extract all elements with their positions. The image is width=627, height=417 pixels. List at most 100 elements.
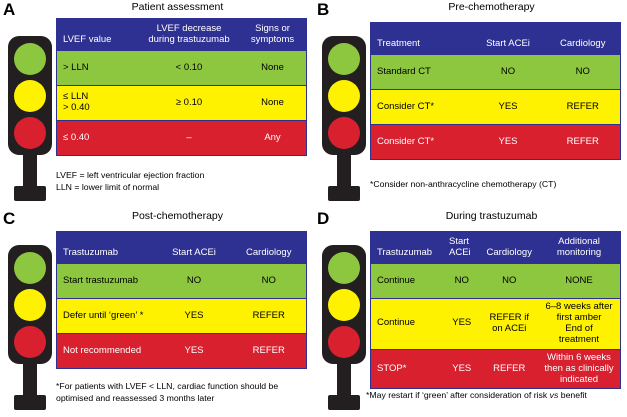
traffic-light-housing <box>322 36 366 155</box>
traffic-light-lamp-green <box>14 43 46 75</box>
header-cell: Start ACEi <box>172 247 216 259</box>
panel-title-d: During trastuzumab <box>445 210 538 222</box>
footnote-panel-a: LVEF = left ventricular ejection fractio… <box>56 170 205 192</box>
header-cell: LVEF value <box>63 34 112 46</box>
table-row-red: STOP* YES REFER Within 6 weeks then as c… <box>370 349 621 389</box>
table-header-row: LVEF value LVEF decrease during trastuzu… <box>56 18 307 51</box>
cell-value: YES <box>184 344 204 356</box>
table-row-amber: Defer until ‘green’ * YES REFER <box>56 298 307 334</box>
traffic-light-icon-d <box>322 245 366 410</box>
table-row-green: Continue NO NO NONE <box>370 263 621 299</box>
cell-value: YES <box>452 362 472 374</box>
traffic-light-lamp-red <box>14 117 46 149</box>
cell-value: Standard CT <box>377 65 431 77</box>
cell-value: NO <box>500 65 516 77</box>
traffic-light-housing <box>8 245 52 364</box>
traffic-light-post <box>23 355 37 403</box>
table-panel-d: Trastuzumab Start ACEi Cardiology Additi… <box>370 231 621 390</box>
table-row-amber: Consider CT* YES REFER <box>370 89 621 125</box>
table-header-row: Treatment Start ACEi Cardiology <box>370 22 621 55</box>
header-cell: Signs or symptoms <box>250 23 295 46</box>
table-header-row: Trastuzumab Start ACEi Cardiology <box>56 231 307 264</box>
table-panel-a: LVEF value LVEF decrease during trastuzu… <box>56 18 307 156</box>
table-row-green: > LLN < 0.10 None <box>56 50 307 86</box>
header-cell: Start ACEi <box>449 236 471 259</box>
cell-value: REFER <box>566 100 599 112</box>
traffic-light-lamp-amber <box>14 80 46 112</box>
cell-value: Consider CT* <box>377 135 435 147</box>
panel-letter-c: C <box>3 209 16 228</box>
cell-value: Start trastuzumab <box>63 274 138 286</box>
cell-value: Defer until ‘green’ * <box>63 309 144 321</box>
cell-value: YES <box>452 317 472 329</box>
traffic-light-base <box>328 186 360 201</box>
header-cell: Trastuzumab <box>63 247 119 259</box>
table-row-amber: ≤ LLN> 0.40 ≥ 0.10 None <box>56 85 307 121</box>
cell-value: ≤ 0.40 <box>63 131 90 143</box>
table-panel-c: Trastuzumab Start ACEi Cardiology Start … <box>56 231 307 369</box>
traffic-light-post <box>337 355 351 403</box>
traffic-light-lamp-green <box>14 252 46 284</box>
traffic-light-icon-a <box>8 36 52 201</box>
header-cell: Trastuzumab <box>377 247 433 259</box>
traffic-light-lamp-amber <box>328 80 360 112</box>
cell-value: YES <box>498 135 518 147</box>
footnote-text-pre: *May restart if ‘green’ after considerat… <box>366 390 550 400</box>
panel-title-a: Patient assessment <box>131 1 224 13</box>
footnote-text-post: benefit <box>558 390 587 400</box>
traffic-light-base <box>14 186 46 201</box>
panel-b-pre-chemotherapy: B Pre-chemotherapy Treatment Start ACEi … <box>314 0 627 208</box>
header-cell: Additional monitoring <box>556 236 602 259</box>
cell-value: REFER <box>566 135 599 147</box>
traffic-light-lamp-amber <box>14 289 46 321</box>
cell-value: NONE <box>565 274 593 286</box>
panel-letter-a: A <box>3 0 16 19</box>
table-header-row: Trastuzumab Start ACEi Cardiology Additi… <box>370 231 621 264</box>
cell-value: < 0.10 <box>175 61 203 73</box>
header-cell: Start ACEi <box>486 38 530 50</box>
cell-value: STOP* <box>377 362 407 374</box>
cell-value: NO <box>454 274 469 286</box>
header-cell: LVEF decrease during trastuzumab <box>148 23 230 46</box>
header-cell: Cardiology <box>560 38 606 50</box>
cell-value: NO <box>261 274 276 286</box>
traffic-light-lamp-red <box>328 117 360 149</box>
cell-value: REFER if on ACEi <box>489 311 530 334</box>
cell-value: REFER <box>252 309 285 321</box>
header-cell: Cardiology <box>486 247 532 259</box>
cell-value: NO <box>502 274 517 286</box>
cell-value: Continue <box>377 317 416 329</box>
header-cell: Treatment <box>377 38 420 50</box>
cell-value: None <box>261 96 284 108</box>
traffic-light-post <box>23 146 37 194</box>
traffic-light-icon-b <box>322 36 366 201</box>
panel-c-post-chemotherapy: C Post-chemotherapy Trastuzumab Start AC… <box>0 209 313 417</box>
cell-value: > LLN <box>63 61 89 73</box>
traffic-light-lamp-green <box>328 43 360 75</box>
table-row-green: Start trastuzumab NO NO <box>56 263 307 299</box>
cell-value: – <box>186 131 192 143</box>
panel-letter-b: B <box>317 0 330 19</box>
cell-value: Any <box>264 131 281 143</box>
cell-value: Continue <box>377 274 416 286</box>
cell-value: YES <box>184 309 204 321</box>
panel-title-c: Post-chemotherapy <box>131 210 224 222</box>
traffic-light-base <box>328 395 360 410</box>
traffic-light-lamp-red <box>328 326 360 358</box>
cell-value: Within 6 weeks then as clinically indica… <box>544 351 614 385</box>
traffic-light-housing <box>322 245 366 364</box>
panel-letter-d: D <box>317 209 330 228</box>
header-cell: Cardiology <box>246 247 292 259</box>
footnote-panel-c: *For patients with LVEF < LLN, cardiac f… <box>56 381 279 403</box>
cell-value: REFER <box>252 344 285 356</box>
table-row-green: Standard CT NO NO <box>370 54 621 90</box>
traffic-light-lamp-amber <box>328 289 360 321</box>
traffic-light-post <box>337 146 351 194</box>
cell-value: YES <box>498 100 518 112</box>
traffic-light-icon-c <box>8 245 52 410</box>
cell-value: REFER <box>493 362 526 374</box>
table-row-red: Not recommended YES REFER <box>56 333 307 369</box>
cell-value: ≥ 0.10 <box>175 96 203 108</box>
